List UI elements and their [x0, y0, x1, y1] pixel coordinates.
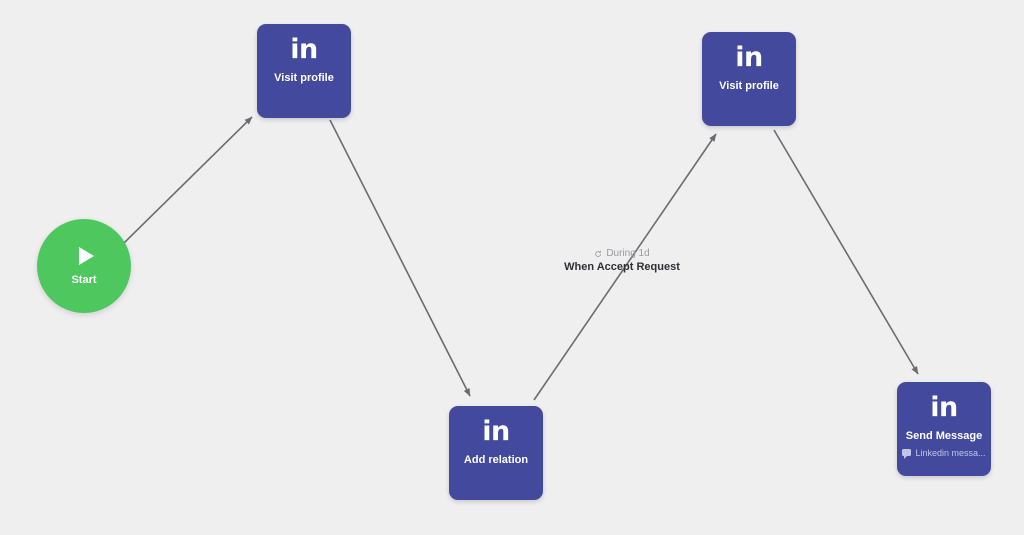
- edge-label-timing: During 1d: [594, 248, 650, 259]
- edge-visit-profile-2-to-send-message: [773, 129, 919, 375]
- node-add-relation-label: Add relation: [463, 454, 529, 466]
- chat-bubble-icon: [902, 449, 912, 459]
- node-send-message[interactable]: in Send Message Linkedin messa...: [897, 382, 991, 476]
- edge-label-condition-text: When Accept Request: [564, 261, 680, 273]
- linkedin-icon: in: [290, 34, 318, 65]
- linkedin-icon: in: [482, 416, 510, 447]
- node-add-relation[interactable]: in Add relation: [449, 406, 543, 500]
- node-start-label: Start: [71, 273, 97, 286]
- node-visit-profile-1[interactable]: in Visit profile: [257, 24, 351, 118]
- node-visit-profile-2[interactable]: in Visit profile: [702, 32, 796, 126]
- refresh-icon: [595, 250, 602, 257]
- node-send-message-subtitle: Linkedin messa...: [902, 447, 986, 459]
- node-visit-profile-2-label: Visit profile: [719, 80, 779, 92]
- linkedin-icon: in: [930, 392, 958, 423]
- edge-label-accept-request[interactable]: During 1d When Accept Request: [564, 248, 680, 273]
- node-start[interactable]: Start: [37, 219, 131, 313]
- node-visit-profile-1-label: Visit profile: [274, 72, 334, 84]
- edge-visit-profile-1-to-add-relation: [329, 119, 471, 397]
- edge-add-relation-to-visit-profile-2: [533, 133, 717, 401]
- node-send-message-subtitle-text: Linkedin messa...: [915, 447, 986, 458]
- linkedin-icon: in: [735, 42, 763, 73]
- edge-start-to-visit-profile-1: [123, 116, 253, 244]
- node-send-message-label: Send Message: [905, 430, 983, 442]
- play-icon: [78, 246, 94, 265]
- edge-label-timing-text: During 1d: [606, 248, 650, 259]
